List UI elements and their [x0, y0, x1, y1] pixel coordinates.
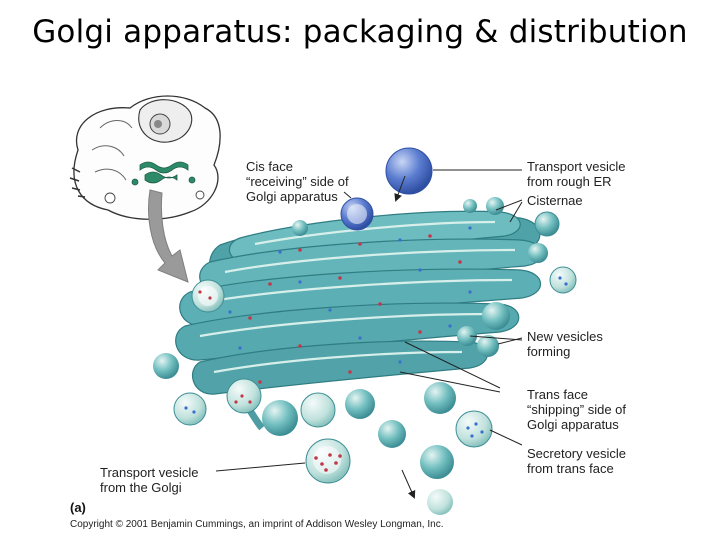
transport-er-line-1: Transport vesicle — [527, 159, 626, 174]
new-vesicles-line-1: New vesicles — [527, 329, 603, 344]
secretory-vesicle — [455, 410, 493, 448]
exit-arrow — [401, 469, 416, 499]
trans-face-line-3: Golgi apparatus — [527, 417, 619, 432]
trans-face-line-2: “shipping” side of — [527, 402, 626, 417]
secretory-line-2: from trans face — [527, 461, 614, 476]
cisternae-label: Cisternae — [527, 193, 583, 208]
trans-face-line-1: Trans face — [527, 387, 588, 402]
slide-title: Golgi apparatus: packaging & distributio… — [32, 14, 688, 50]
cis-face-line-2: “receiving” side of — [246, 174, 349, 189]
transport-golgi-line-2: from the Golgi — [100, 480, 182, 495]
zoom-arrow — [148, 189, 189, 283]
new-vesicles-line-2: forming — [527, 344, 571, 359]
trans-face-label: Trans face “shipping” side of Golgi appa… — [527, 387, 626, 432]
transport-vesicle-er — [385, 147, 433, 195]
secretory-vesicle-label: Secretory vesicle from trans face — [527, 446, 626, 476]
copyright-notice: Copyright © 2001 Benjamin Cummings, an i… — [70, 519, 444, 530]
new-vesicles-label: New vesicles forming — [527, 329, 603, 359]
panel-letter: (a) — [70, 500, 86, 515]
cis-face-line-1: Cis face — [246, 159, 293, 174]
transport-vesicle-golgi-label: Transport vesicle from the Golgi — [100, 465, 199, 495]
transport-golgi-line-1: Transport vesicle — [100, 465, 199, 480]
cell-sketch — [69, 95, 221, 220]
er-vesicle-arrow — [394, 175, 406, 202]
cis-face-label: Cis face “receiving” side of Golgi appar… — [246, 159, 349, 204]
leader-lines — [215, 169, 523, 499]
transport-vesicle-er-label: Transport vesicle from rough ER — [527, 159, 626, 189]
cis-face-line-3: Golgi apparatus — [246, 189, 338, 204]
secretory-line-1: Secretory vesicle — [527, 446, 626, 461]
transport-er-line-2: from rough ER — [527, 174, 612, 189]
vesicles — [153, 147, 577, 515]
golgi-stack — [175, 210, 544, 431]
